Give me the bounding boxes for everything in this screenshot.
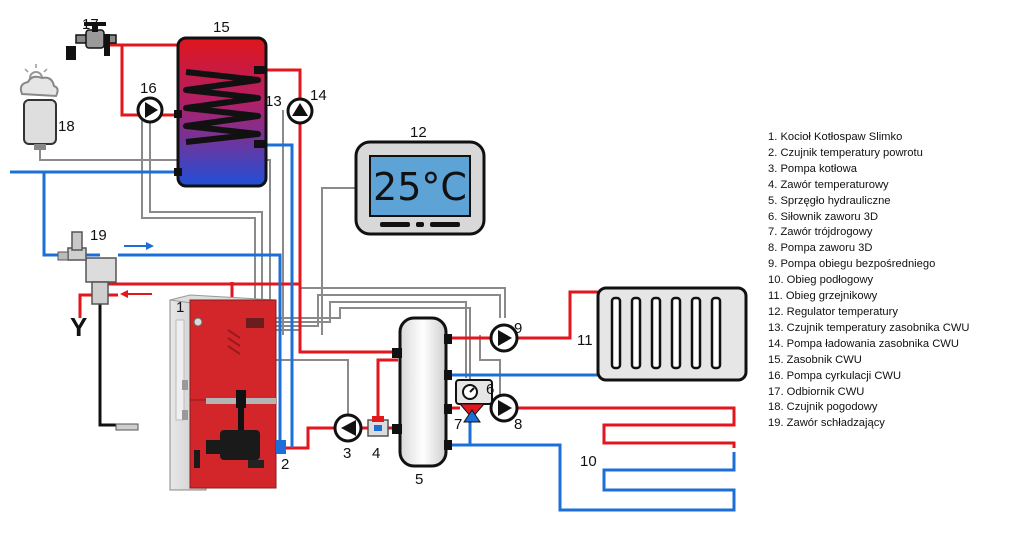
legend-item: 1. Kocioł Kotłospaw Slimko bbox=[768, 131, 903, 143]
thermostat-display: 25°C bbox=[373, 165, 467, 209]
pump-9 bbox=[489, 323, 519, 353]
pump-14 bbox=[286, 97, 314, 125]
legend-item: 16. Pompa cyrkulacji CWU bbox=[768, 369, 902, 382]
label-3: 3 bbox=[343, 445, 351, 462]
hot-water-tank bbox=[174, 36, 268, 188]
legend-item: 18. Czujnik pogodowy bbox=[768, 401, 878, 414]
component-numbers: 1 2 3 4 5 6 7 8 9 10 11 12 13 14 15 16 1… bbox=[58, 16, 597, 488]
legend-item: 10. Obieg podłogowy bbox=[768, 274, 874, 287]
label-11: 11 bbox=[577, 332, 593, 349]
legend-item: 9. Pompa obiegu bezpośredniego bbox=[768, 258, 936, 271]
radiator bbox=[596, 286, 748, 382]
legend-item: 5. Sprzęgło hydrauliczne bbox=[768, 194, 891, 207]
pump-16 bbox=[136, 96, 164, 124]
legend-item: 17. Odbiornik CWU bbox=[768, 385, 865, 398]
label-12: 12 bbox=[410, 124, 427, 141]
legend-item: 11. Obieg grzejnikowy bbox=[768, 290, 878, 303]
label-15: 15 bbox=[213, 19, 230, 36]
label-1: 1 bbox=[176, 299, 184, 316]
return-temperature-sensor bbox=[276, 440, 286, 454]
three-way-valve bbox=[455, 379, 493, 423]
weather-sensor-icon bbox=[19, 64, 59, 150]
legend-item: 19. Zawór schładzający bbox=[768, 417, 885, 430]
legend: 1. Kocioł Kotłospaw Slimko 2. Czujnik te… bbox=[768, 130, 969, 432]
legend-item: 7. Zawór trójdrogowy bbox=[768, 226, 873, 239]
label-9: 9 bbox=[514, 320, 522, 337]
label-2: 2 bbox=[281, 456, 289, 473]
legend-item: 6. Siłownik zaworu 3D bbox=[768, 210, 879, 223]
pump-3 bbox=[333, 413, 363, 443]
flow-arrows bbox=[120, 242, 154, 298]
label-4: 4 bbox=[372, 445, 380, 462]
label-19: 19 bbox=[90, 227, 107, 244]
legend-item: 14. Pompa ładowania zasobnika CWU bbox=[768, 337, 959, 350]
legend-item: 12. Regulator temperatury bbox=[768, 305, 898, 318]
pump-8 bbox=[489, 393, 519, 423]
tap-icon bbox=[66, 22, 117, 60]
legend-item: 8. Pompa zaworu 3D bbox=[768, 242, 873, 255]
label-18: 18 bbox=[58, 118, 75, 135]
label-16: 16 bbox=[140, 80, 157, 97]
temperature-regulator: 25°C bbox=[354, 140, 486, 236]
legend-item: 15. Zasobnik CWU bbox=[768, 353, 862, 366]
label-13: 13 bbox=[265, 93, 282, 110]
label-5: 5 bbox=[415, 471, 423, 488]
label-8: 8 bbox=[514, 416, 522, 433]
hydraulic-coupler bbox=[392, 316, 452, 468]
y-mark: Y bbox=[70, 312, 87, 342]
boiler bbox=[169, 294, 277, 491]
label-10: 10 bbox=[580, 453, 597, 470]
legend-item: 4. Zawór temperaturowy bbox=[768, 178, 889, 191]
drain-pipe bbox=[98, 300, 125, 427]
label-17: 17 bbox=[82, 16, 99, 33]
cooling-valve bbox=[57, 231, 139, 431]
label-14: 14 bbox=[310, 87, 327, 104]
legend-item: 2. Czujnik temperatury powrotu bbox=[768, 146, 923, 159]
label-7: 7 bbox=[454, 416, 462, 433]
legend-item: 13. Czujnik temperatury zasobnika CWU bbox=[768, 321, 970, 334]
legend-item: 3. Pompa kotłowa bbox=[768, 162, 857, 175]
temperature-valve bbox=[367, 416, 389, 437]
label-6: 6 bbox=[486, 381, 494, 398]
